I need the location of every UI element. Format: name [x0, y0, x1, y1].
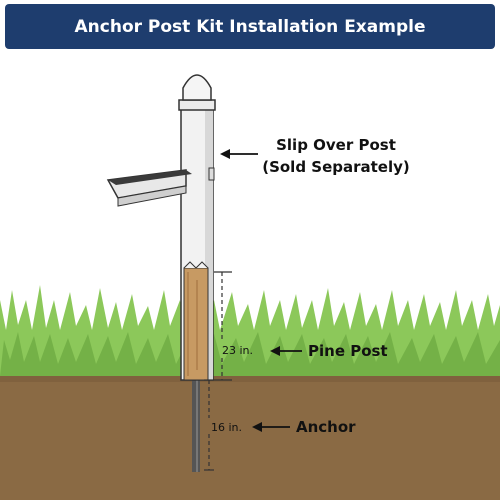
pine-post [183, 261, 209, 381]
mailbox-tray [106, 169, 192, 207]
slip-over-arrow [220, 149, 258, 159]
grass-layer [0, 285, 500, 376]
slip-over-post-label-line2: (Sold Separately) [262, 158, 410, 176]
pine-depth-label: 23 in. [222, 344, 254, 357]
anchor-label: Anchor [296, 418, 356, 436]
pine-post-label: Pine Post [308, 342, 388, 360]
anchor-dimension-line [204, 379, 214, 471]
pine-arrow [270, 346, 302, 356]
soil-layer [0, 372, 500, 500]
anchor-depth-label: 16 in. [211, 421, 243, 434]
title-banner: Anchor Post Kit Installation Example [5, 4, 495, 49]
slip-over-post-label: Slip Over Post (Sold Separately) [256, 134, 416, 178]
anchor-arrow [252, 422, 290, 432]
pine-dimension-line [214, 271, 232, 381]
slip-over-post-label-line1: Slip Over Post [276, 136, 396, 154]
title-text: Anchor Post Kit Installation Example [74, 16, 426, 37]
